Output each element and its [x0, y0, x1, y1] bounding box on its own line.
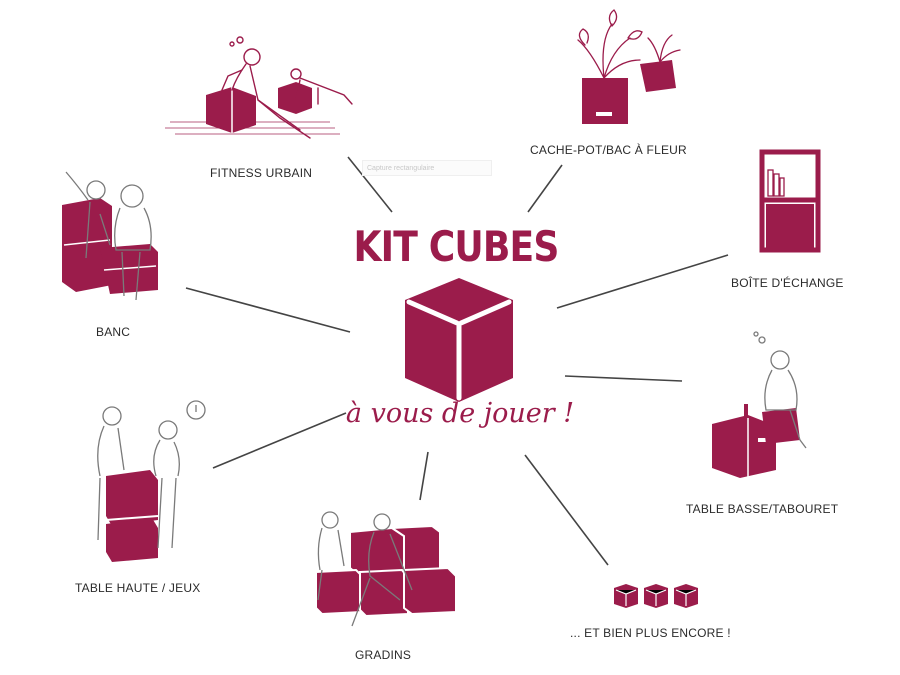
three-cubes-icon — [614, 584, 698, 608]
label-boite: BOÎTE D'ÉCHANGE — [731, 276, 844, 290]
label-fitness: FITNESS URBAIN — [210, 166, 312, 180]
connector-table-basse — [565, 376, 682, 381]
coffee-table-icon — [712, 332, 806, 478]
label-cachepot: CACHE-POT/BAC À FLEUR — [530, 143, 687, 157]
connector-banc — [186, 288, 350, 332]
high-table-icon — [98, 401, 205, 562]
label-plus: ... ET BIEN PLUS ENCORE ! — [570, 626, 731, 640]
screen-capture-hint: Capture rectangulaire — [362, 160, 492, 176]
bleachers-icon — [316, 512, 456, 626]
cube-icon — [405, 278, 513, 402]
label-gradins: GRADINS — [355, 648, 411, 662]
plant-pot-icon — [578, 10, 680, 124]
label-table-basse: TABLE BASSE/TABOURET — [686, 502, 838, 516]
connector-cachepot — [528, 165, 562, 212]
fitness-icon — [165, 37, 352, 138]
label-banc: BANC — [96, 325, 130, 339]
connector-plus — [525, 455, 608, 565]
bookcase-icon — [762, 152, 818, 250]
connector-gradins — [420, 452, 428, 500]
connector-table-haute — [213, 413, 346, 468]
tagline: à vous de jouer ! — [330, 398, 590, 429]
bench-icon — [62, 172, 158, 300]
connector-boite — [557, 255, 728, 308]
diagram-title: KIT CUBES — [353, 222, 559, 271]
label-table-haute: TABLE HAUTE / JEUX — [75, 581, 200, 595]
